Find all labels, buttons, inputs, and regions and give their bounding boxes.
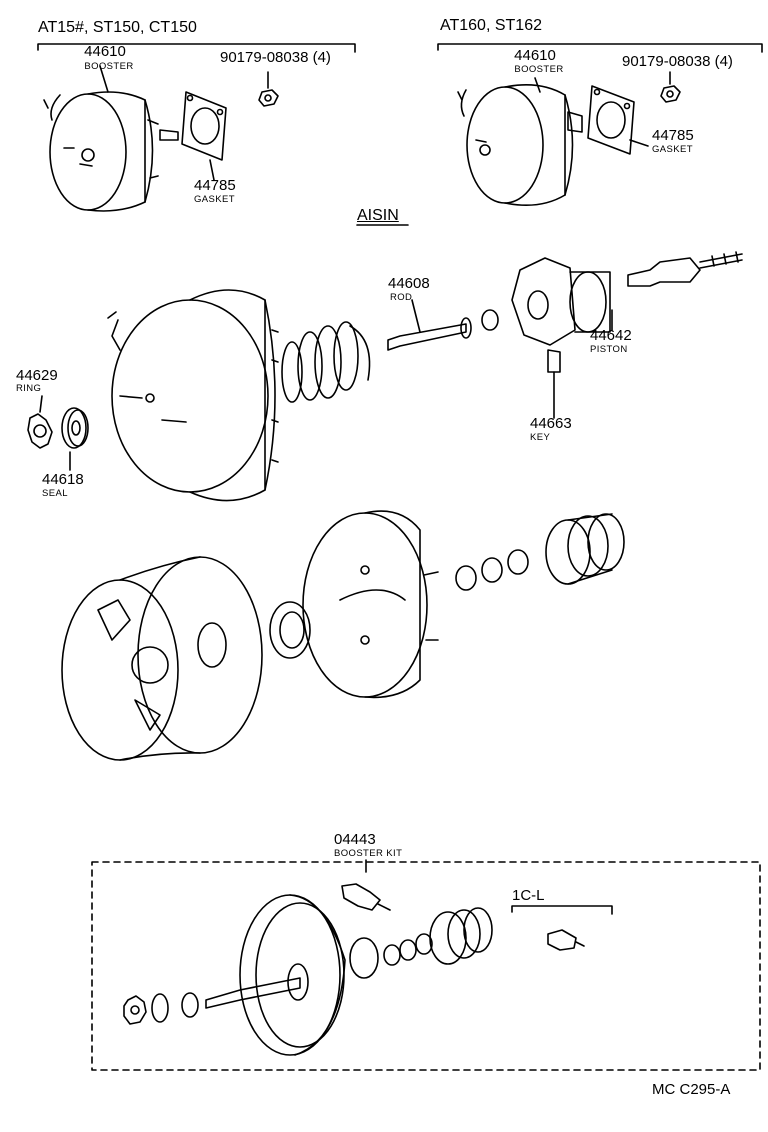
ring-drawing bbox=[27, 395, 53, 449]
bellows-drawing bbox=[545, 513, 625, 585]
kit-frame bbox=[91, 861, 761, 1071]
booster-left-number: 44610 bbox=[84, 43, 126, 60]
front-shell-drawing bbox=[302, 510, 439, 699]
key-number: 44663 bbox=[530, 415, 572, 432]
valve-assembly-drawing bbox=[627, 251, 743, 287]
ring-number: 44629 bbox=[16, 367, 58, 384]
seal-number: 44618 bbox=[42, 471, 84, 488]
kit-name: BOOSTER KIT bbox=[334, 848, 403, 859]
kit-number: 04443 bbox=[334, 831, 376, 848]
gasket-right-drawing bbox=[587, 85, 649, 155]
gasket-left-number: 44785 bbox=[194, 177, 236, 194]
gasket-right-name: GASKET bbox=[652, 144, 693, 155]
rod-number: 44608 bbox=[388, 275, 430, 292]
ring-name: RING bbox=[16, 383, 42, 394]
key-name: KEY bbox=[530, 432, 551, 443]
piston-name: PISTON bbox=[590, 344, 628, 355]
rear-shell-drawing bbox=[61, 556, 263, 761]
reaction-discs-drawing bbox=[455, 549, 529, 591]
kit-variant-bracket bbox=[511, 905, 613, 915]
piston-drawing bbox=[511, 257, 613, 419]
nut-left-number: 90179-08038 (4) bbox=[220, 49, 331, 66]
seal-drawing bbox=[61, 407, 89, 471]
booster-left-name: BOOSTER bbox=[84, 61, 134, 72]
booster-right-drawing bbox=[457, 77, 583, 206]
bracket-right bbox=[437, 43, 763, 53]
bracket-left bbox=[37, 43, 356, 53]
gasket-left-name: GASKET bbox=[194, 194, 235, 205]
booster-main-drawing bbox=[107, 289, 279, 502]
rod-drawing bbox=[387, 299, 499, 351]
nut-right-drawing bbox=[660, 71, 681, 103]
diagram-code: MC C295-A bbox=[652, 1081, 731, 1098]
group-label-right: AT160, ST162 bbox=[440, 17, 542, 34]
kit-contents-drawing bbox=[123, 883, 585, 1056]
kit-variant-label: 1C-L bbox=[512, 887, 545, 904]
piston-number: 44642 bbox=[590, 327, 632, 344]
booster-right-number: 44610 bbox=[514, 47, 556, 64]
nut-right-number: 90179-08038 (4) bbox=[622, 53, 733, 70]
rod-name: ROD bbox=[390, 292, 413, 303]
diaphragm-seal-drawing bbox=[269, 601, 311, 659]
gasket-left-drawing bbox=[181, 91, 227, 181]
seal-name: SEAL bbox=[42, 488, 68, 499]
group-label-left: AT15#, ST150, CT150 bbox=[38, 19, 197, 36]
manufacturer-label: AISIN bbox=[357, 207, 399, 224]
nut-left-drawing bbox=[258, 71, 279, 107]
booster-left-drawing bbox=[43, 65, 179, 212]
booster-right-name: BOOSTER bbox=[514, 64, 564, 75]
gasket-right-number: 44785 bbox=[652, 127, 694, 144]
spring-drawing bbox=[281, 321, 371, 403]
